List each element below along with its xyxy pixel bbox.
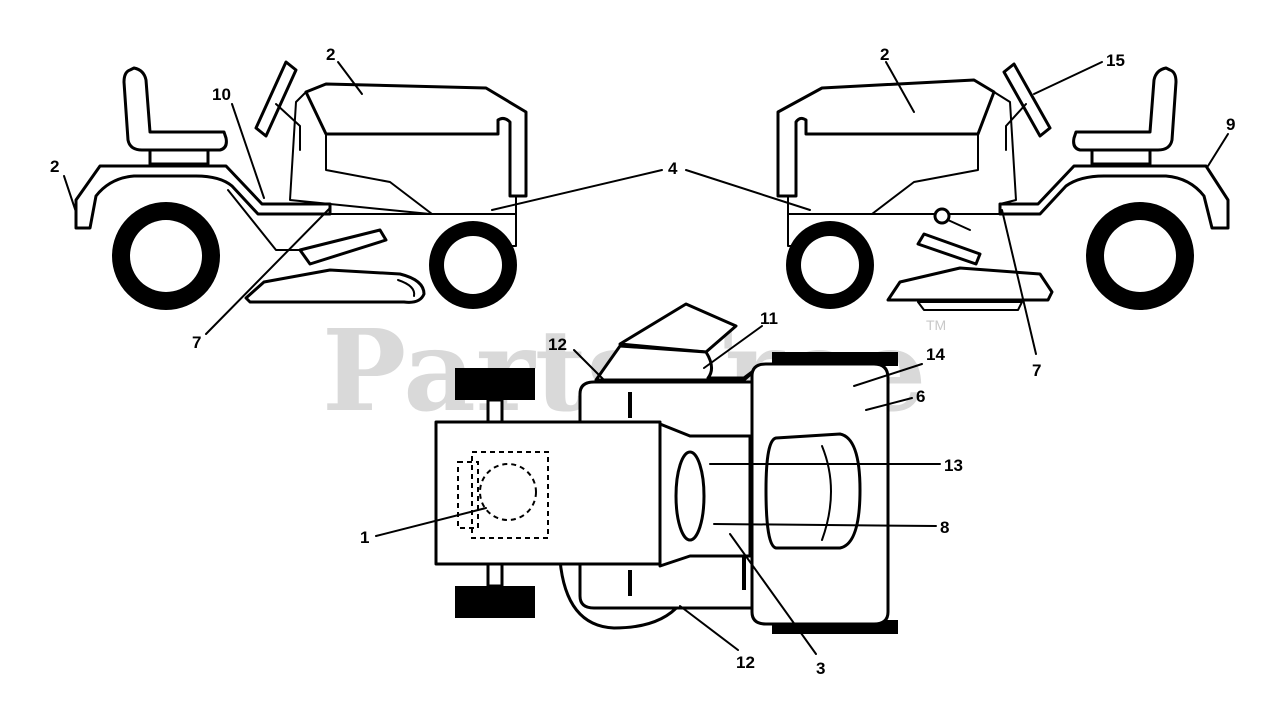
ignition-key xyxy=(933,207,971,231)
seat-circle xyxy=(479,463,537,521)
discharge-chute xyxy=(917,301,1023,311)
callout-top-deck-lower: 12 xyxy=(736,653,755,672)
dash xyxy=(993,91,1017,205)
hood xyxy=(304,82,528,198)
callout-left-fender: 2 xyxy=(50,157,59,176)
callout-left-dash: 10 xyxy=(212,85,231,104)
callout-top-deck-upper: 12 xyxy=(548,335,567,354)
callout-top-footrest: 3 xyxy=(816,659,825,678)
callout-left-hood: 2 xyxy=(326,45,335,64)
grille-curve xyxy=(821,445,832,541)
callout-right-steering: 15 xyxy=(1106,51,1125,70)
front-wheel-left-view xyxy=(429,221,517,309)
callout-top-dash: 13 xyxy=(944,456,963,475)
seat-base xyxy=(1090,148,1152,166)
top-view-tractor xyxy=(434,302,898,634)
callout-side-hood-decal: 4 xyxy=(668,159,678,178)
watermark-trademark: TM xyxy=(926,317,946,333)
seat xyxy=(122,66,228,152)
axle-bottom xyxy=(486,560,504,588)
callout-top-chute: 11 xyxy=(760,309,778,328)
steering-column xyxy=(275,103,301,151)
deck-lift-lever xyxy=(298,228,388,266)
leader-lines xyxy=(63,61,1229,655)
rear-fender xyxy=(998,164,1230,230)
hood-side xyxy=(787,133,979,215)
seat-back-outline xyxy=(457,461,479,529)
axle-top xyxy=(486,398,504,424)
callout-left-frame: 7 xyxy=(192,333,201,352)
callout-top-hood: 14 xyxy=(926,345,945,364)
steering-column xyxy=(1005,103,1027,151)
callout-labels: 2 10 2 4 7 2 15 9 7 11 12 14 6 13 1 8 12… xyxy=(50,45,1235,678)
footrest-left xyxy=(227,189,301,251)
front-wheel-right-view xyxy=(786,221,874,309)
hood xyxy=(776,78,996,198)
callout-right-hood: 2 xyxy=(880,45,889,64)
right-side-view-tractor xyxy=(776,62,1230,311)
steering-wheel xyxy=(1002,62,1052,138)
rear-tire-top xyxy=(455,368,535,400)
callout-top-hood-side: 6 xyxy=(916,387,925,406)
seat-base xyxy=(148,148,210,166)
rear-tire-bottom xyxy=(455,586,535,618)
rear-wheel-left-view xyxy=(112,202,220,310)
callout-right-fender: 9 xyxy=(1226,115,1235,134)
steering-wheel-top xyxy=(674,450,706,542)
left-side-view-tractor xyxy=(74,60,528,310)
mower-deck xyxy=(886,266,1054,302)
deck-outline-top xyxy=(594,344,762,382)
frame xyxy=(261,213,517,247)
mower-deck xyxy=(244,268,426,304)
steering-wheel xyxy=(254,60,298,138)
callout-top-seat: 1 xyxy=(360,528,369,547)
discharge-chute xyxy=(397,279,416,297)
callout-right-frame: 7 xyxy=(1032,361,1041,380)
seat-outline xyxy=(471,451,549,539)
deck-lift-lever xyxy=(916,232,982,266)
rear-fender xyxy=(74,164,332,230)
frame-line xyxy=(329,203,431,215)
callout-top-console: 8 xyxy=(940,518,949,537)
seat xyxy=(1072,66,1178,152)
hood-grille-top xyxy=(764,432,862,550)
rear-wheel-right-view xyxy=(1086,202,1194,310)
dash xyxy=(289,91,331,205)
hood-side xyxy=(325,133,517,215)
